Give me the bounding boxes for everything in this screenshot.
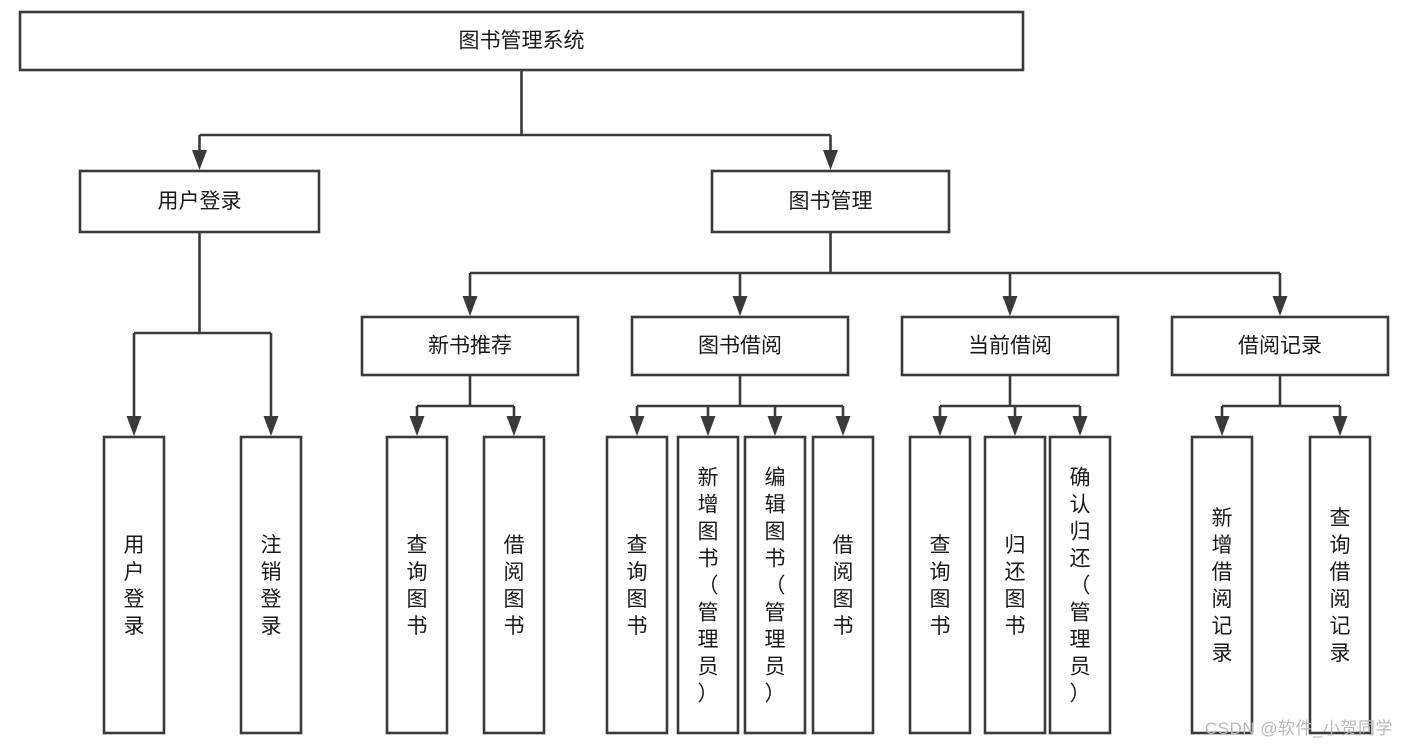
arrow-head-icon <box>1214 416 1230 436</box>
node-book-management[interactable]: 图书管理 <box>710 169 951 234</box>
arrow-head-icon <box>192 150 207 170</box>
node-leaf-add-book[interactable]: 新增图书（管理员） <box>676 435 740 735</box>
node-label: 编辑图书（管理员） <box>765 467 786 706</box>
node-root[interactable]: 图书管理系统 <box>18 10 1025 72</box>
arrow-head-icon <box>835 416 851 436</box>
node-label: 确认归还（管理员） <box>1070 467 1091 706</box>
connector-bookmgmt-to-level3 <box>462 232 1288 316</box>
node-label: 查询图书 <box>407 534 428 638</box>
connector-newbook-to-leaves <box>409 375 522 436</box>
node-leaf-confirm-return[interactable]: 确认归还（管理员） <box>1048 435 1112 735</box>
node-box <box>1190 435 1254 735</box>
arrow-head-icon <box>700 416 716 436</box>
node-label: 图书管理系统 <box>459 30 585 53</box>
node-leaf-add-record[interactable]: 新增借阅记录 <box>1190 435 1254 735</box>
connector-borrowrecord-to-leaves <box>1214 375 1348 436</box>
node-box <box>1308 435 1372 735</box>
node-box <box>676 435 740 735</box>
arrow-head-icon <box>409 416 425 436</box>
node-leaf-query-book-1[interactable]: 查询图书 <box>385 435 449 735</box>
node-label: 用户登录 <box>158 190 242 213</box>
node-box <box>811 435 875 735</box>
arrow-head-icon <box>126 416 142 436</box>
arrow-head-icon <box>1072 416 1088 436</box>
arrow-head-icon <box>932 416 948 436</box>
arrow-head-icon <box>1332 416 1348 436</box>
node-leaf-return-book[interactable]: 归还图书 <box>983 435 1047 735</box>
connector-bookborrow-to-leaves <box>629 375 851 436</box>
node-box <box>900 315 1120 377</box>
connector-userlogin-to-leaves <box>126 232 279 436</box>
node-box <box>385 435 449 735</box>
node-leaf-borrow-book-2[interactable]: 借阅图书 <box>811 435 875 735</box>
node-leaf-query-record[interactable]: 查询借阅记录 <box>1308 435 1372 735</box>
node-box <box>239 435 303 735</box>
arrow-head-icon <box>506 416 522 436</box>
node-box <box>1048 435 1112 735</box>
node-label: 查询借阅记录 <box>1330 507 1351 665</box>
node-leaf-borrow-book-1[interactable]: 借阅图书 <box>482 435 546 735</box>
node-leaf-user-login[interactable]: 用户登录 <box>102 435 166 735</box>
arrow-head-icon <box>1007 416 1023 436</box>
arrow-head-icon <box>263 416 279 436</box>
node-label: 新增借阅记录 <box>1212 507 1233 665</box>
arrow-head-icon <box>462 296 478 316</box>
node-box <box>605 435 669 735</box>
node-box <box>630 315 850 377</box>
node-label: 新书推荐 <box>428 335 512 358</box>
node-new-book-recommend[interactable]: 新书推荐 <box>360 315 580 377</box>
node-user-login[interactable]: 用户登录 <box>78 169 321 234</box>
node-label: 归还图书 <box>1005 534 1026 638</box>
node-label: 用户登录 <box>124 534 145 638</box>
arrow-head-icon <box>1002 296 1018 316</box>
node-label: 新增图书（管理员） <box>698 467 719 706</box>
node-label: 当前借阅 <box>968 335 1052 358</box>
connector-layer <box>126 70 1348 436</box>
connector-root-to-level2 <box>192 70 838 170</box>
node-box <box>908 435 972 735</box>
node-label: 借阅图书 <box>504 534 525 638</box>
node-box <box>360 315 580 377</box>
node-box <box>1170 315 1390 377</box>
node-box <box>78 169 321 234</box>
node-label: 借阅图书 <box>833 534 854 638</box>
node-box <box>18 10 1025 72</box>
node-label: 图书借阅 <box>698 335 782 358</box>
node-label: 查询图书 <box>930 534 951 638</box>
node-current-borrow[interactable]: 当前借阅 <box>900 315 1120 377</box>
node-book-borrow[interactable]: 图书借阅 <box>630 315 850 377</box>
node-leaf-query-book-2[interactable]: 查询图书 <box>605 435 669 735</box>
node-box <box>983 435 1047 735</box>
node-label: 注销登录 <box>261 534 282 638</box>
node-borrow-record[interactable]: 借阅记录 <box>1170 315 1390 377</box>
node-label: 借阅记录 <box>1238 335 1322 358</box>
arrow-head-icon <box>732 296 748 316</box>
arrow-head-icon <box>629 416 645 436</box>
arrow-head-icon <box>1272 296 1288 316</box>
node-leaf-user-logout[interactable]: 注销登录 <box>239 435 303 735</box>
node-label: 查询图书 <box>627 534 648 638</box>
node-leaf-query-book-3[interactable]: 查询图书 <box>908 435 972 735</box>
node-leaf-edit-book[interactable]: 编辑图书（管理员） <box>743 435 807 735</box>
node-box <box>743 435 807 735</box>
node-label: 图书管理 <box>789 190 873 213</box>
connector-currentborrow-to-leaves <box>932 375 1088 436</box>
arrow-head-icon <box>767 416 783 436</box>
node-box <box>482 435 546 735</box>
node-box <box>102 435 166 735</box>
node-layer: 图书管理系统用户登录图书管理新书推荐图书借阅当前借阅借阅记录用户登录注销登录查询… <box>18 10 1390 735</box>
arrow-head-icon <box>823 150 838 170</box>
node-box <box>710 169 951 234</box>
